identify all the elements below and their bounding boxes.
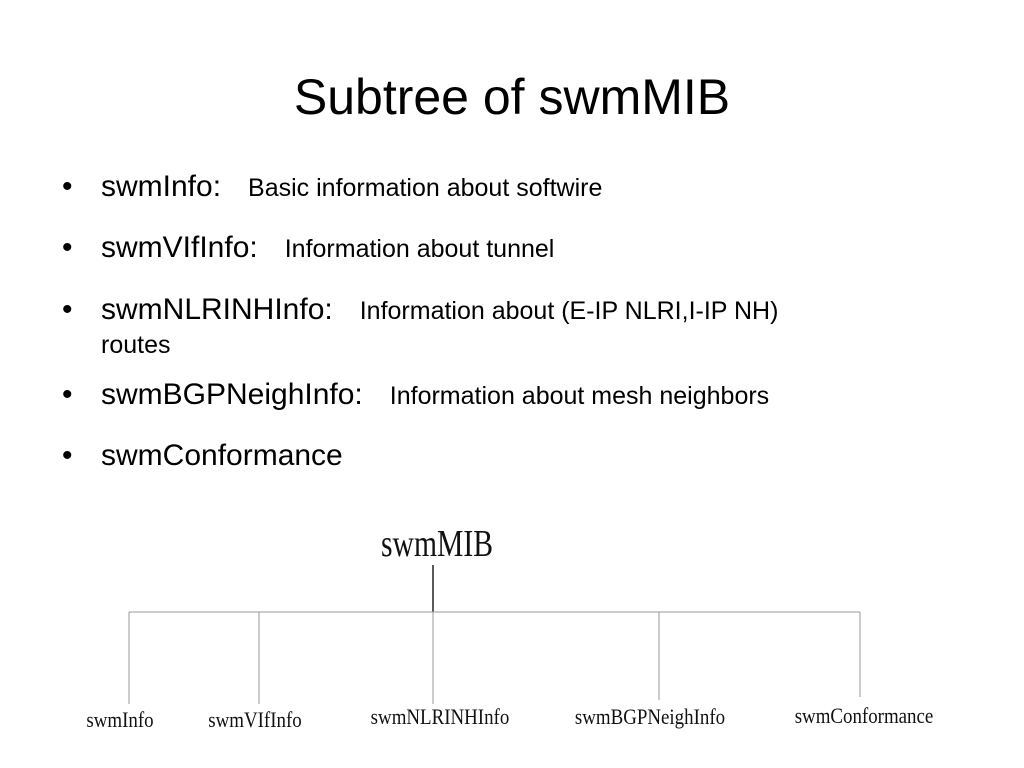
bullet-description-continued: routes <box>101 331 171 359</box>
bullet-item-swmvifinfo: • swmVIfInfo: Information about tunnel <box>62 227 962 274</box>
tree-child-label: swmInfo <box>86 709 153 733</box>
bullet-list: • swmInfo: Basic information about softwi… <box>62 166 962 496</box>
bullet-description: Information about (E-IP NLRI,I-IP NH) <box>359 297 779 325</box>
bullet-term: swmNLRINHInfo: <box>101 293 333 326</box>
bullet-dot-icon: • <box>62 170 73 203</box>
tree-child-label: swmNLRINHInfo <box>371 706 510 730</box>
tree-child-label: swmConformance <box>795 705 934 729</box>
bullet-term: swmBGPNeighInfo: <box>101 378 363 411</box>
bullet-term: swmConformance <box>101 439 343 472</box>
bullet-description: Basic information about softwire <box>248 174 603 202</box>
tree-child-label: swmVIfInfo <box>208 709 301 733</box>
bullet-item-swmnlrinhinfo: • swmNLRINHInfo: Information about (E-IP … <box>62 288 962 360</box>
bullet-term: swmVIfInfo: <box>101 231 258 264</box>
bullet-dot-icon: • <box>62 293 73 326</box>
bullet-dot-icon: • <box>62 378 73 411</box>
bullet-description: Information about mesh neighbors <box>389 382 770 410</box>
bullet-item-swmbgpneighinfo: • swmBGPNeighInfo: Information about mesh… <box>62 374 962 421</box>
bullet-dot-icon: • <box>62 231 73 264</box>
bullet-description: Information about tunnel <box>284 235 555 263</box>
tree-child-label: swmBGPNeighInfo <box>575 706 725 730</box>
bullet-dot-icon: • <box>62 439 73 472</box>
slide-title: Subtree of swmMIB <box>293 69 731 125</box>
bullet-item-swminfo: • swmInfo: Basic information about softwi… <box>62 166 962 213</box>
bullet-term: swmInfo: <box>101 170 222 203</box>
tree-root-label: swmMIB <box>381 524 493 565</box>
bullet-item-swmconformance: • swmConformance <box>62 435 962 482</box>
